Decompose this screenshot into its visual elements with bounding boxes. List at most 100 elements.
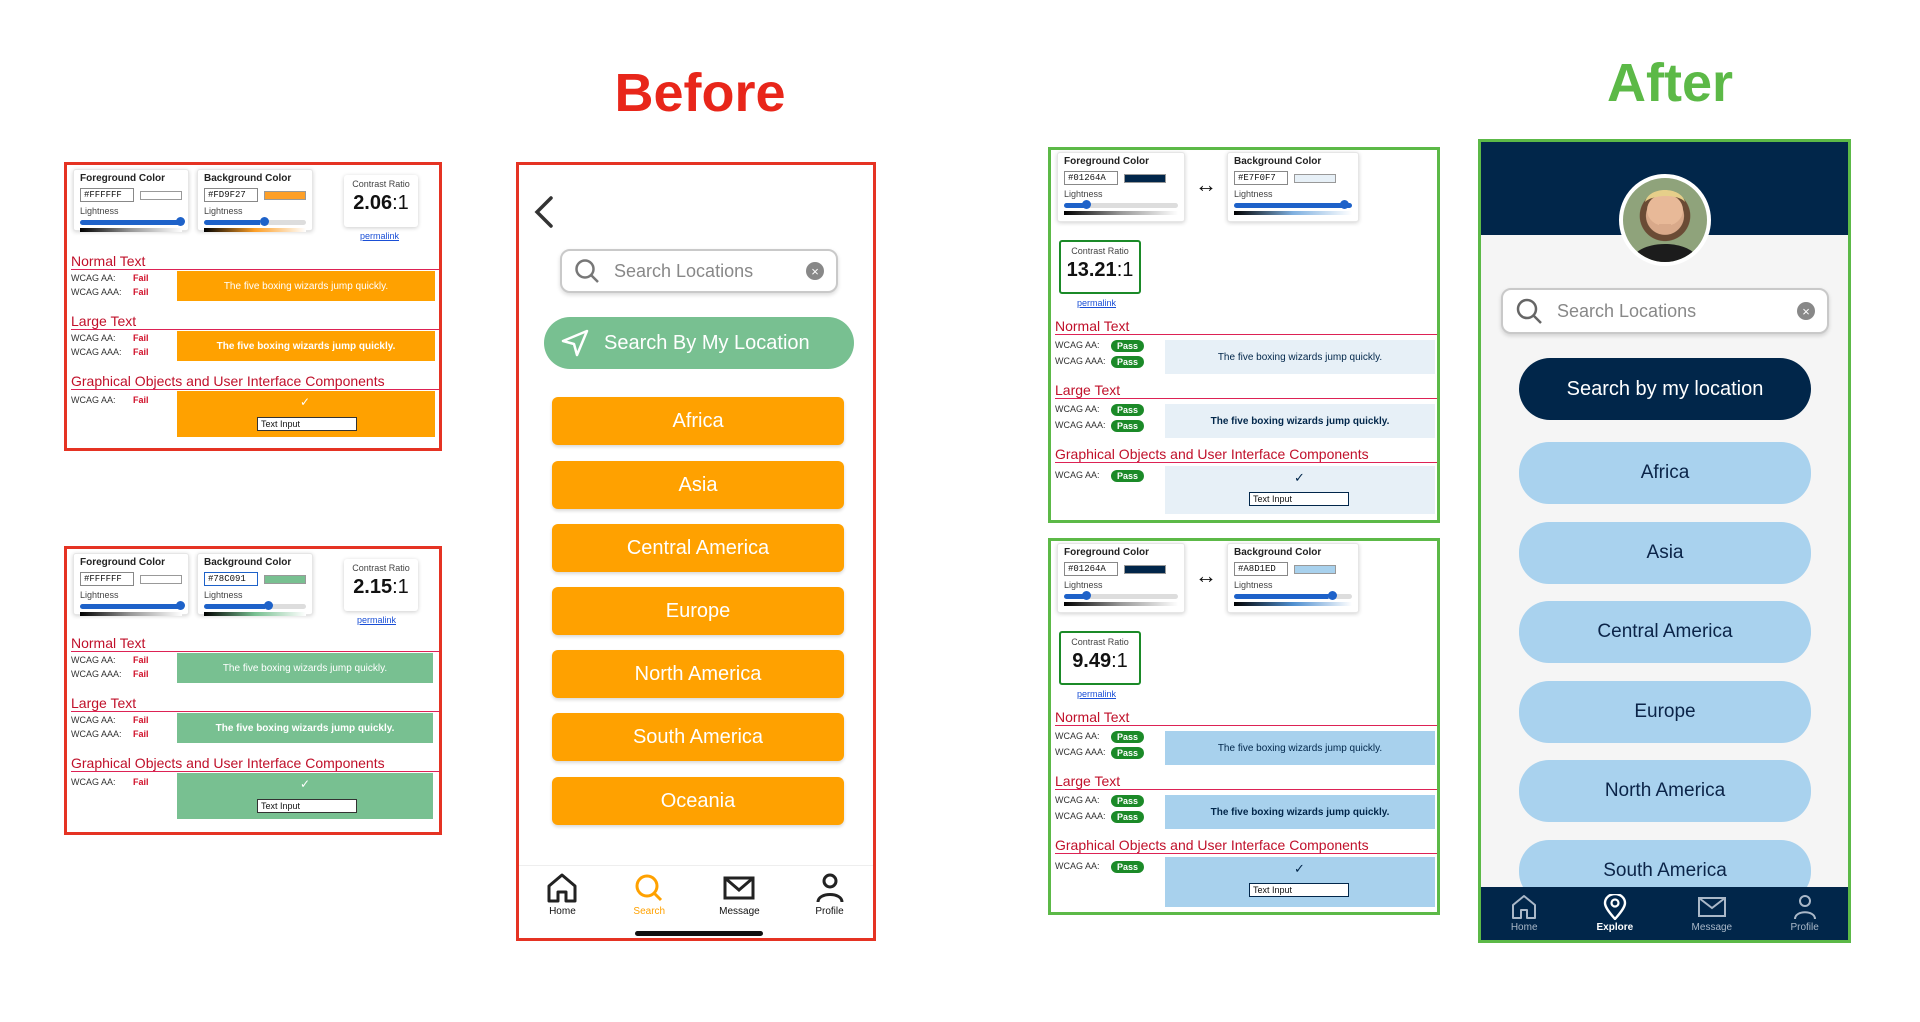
graphical-sample	[1165, 857, 1435, 907]
foreground-color-picker[interactable]: Foreground Color #FFFFFF Lightness	[73, 169, 189, 232]
nav-message[interactable]: Message	[719, 872, 760, 917]
background-color-picker[interactable]: Background Color #A8D1ED Lightness	[1227, 543, 1359, 613]
bg-hex-input[interactable]: #A8D1ED	[1234, 562, 1288, 576]
bg-swatch	[1294, 564, 1336, 574]
search-placeholder: Search Locations	[1557, 300, 1697, 321]
lightness-label: Lightness	[1234, 189, 1273, 199]
fg-hex-input[interactable]: #FFFFFF	[80, 572, 134, 586]
ratio-suffix: :1	[392, 576, 409, 598]
text-input-sample[interactable]: Text Input	[1249, 883, 1349, 897]
permalink[interactable]: permalink	[1077, 298, 1117, 308]
lightness-slider[interactable]	[80, 217, 185, 226]
region-button-africa[interactable]: Africa	[552, 397, 844, 445]
region-button-africa[interactable]: Africa	[1519, 442, 1811, 504]
foreground-color-picker[interactable]: Foreground Color #FFFFFF Lightness	[73, 553, 189, 616]
lightness-slider[interactable]	[1064, 591, 1178, 600]
large-text-heading: Large Text	[71, 695, 439, 712]
wcag-aaa-row: WCAG AAA:Fail	[71, 347, 149, 357]
background-color-picker[interactable]: Background Color #78C091 Lightness	[197, 553, 313, 616]
fg-label: Foreground Color	[1064, 547, 1149, 558]
swap-icon[interactable]: ↔	[1195, 563, 1217, 588]
search-icon	[635, 874, 663, 902]
contrast-ratio-box: Contrast Ratio 2.06:1	[344, 175, 418, 227]
wcag-aaa-row: WCAG AAA:Pass	[1055, 811, 1145, 823]
search-by-location-button[interactable]: Search by my location	[1519, 358, 1811, 420]
lightness-slider[interactable]	[204, 601, 306, 610]
permalink[interactable]: permalink	[360, 231, 400, 241]
region-button-north-america[interactable]: North America	[1519, 760, 1811, 822]
bg-hex-input[interactable]: #E7F0F7	[1234, 171, 1288, 185]
text-input-sample[interactable]: Text Input	[1249, 492, 1349, 506]
avatar[interactable]	[1619, 174, 1711, 266]
nav-home[interactable]: Home	[1510, 894, 1538, 933]
region-button-south-america[interactable]: South America	[552, 713, 844, 761]
search-icon	[575, 259, 599, 283]
region-button-oceania[interactable]: Oceania	[552, 777, 844, 825]
lightness-label: Lightness	[204, 590, 243, 600]
search-input[interactable]: Search Locations ×	[560, 249, 838, 293]
ratio-suffix: :1	[1111, 650, 1128, 672]
clear-icon[interactable]: ×	[1797, 302, 1815, 320]
text-input-sample[interactable]: Text Input	[257, 417, 357, 431]
search-input[interactable]: Search Locations ×	[1501, 288, 1829, 334]
fg-hex-input[interactable]: #FFFFFF	[80, 188, 134, 202]
bg-label: Background Color	[1234, 156, 1322, 167]
lightness-slider[interactable]	[1234, 591, 1352, 600]
after-contrast-card-1: Foreground Color #01264A Lightness ↔ Bac…	[1048, 147, 1440, 523]
bg-hex-input[interactable]: #78C091	[204, 572, 258, 586]
region-button-europe[interactable]: Europe	[552, 587, 844, 635]
profile-icon	[1793, 895, 1816, 920]
search-placeholder: Search Locations	[614, 260, 754, 281]
fg-swatch	[140, 574, 182, 584]
normal-text-sample: The five boxing wizards jump quickly.	[177, 653, 433, 683]
fg-hex-input[interactable]: #01264A	[1064, 171, 1118, 185]
region-button-central-america[interactable]: Central America	[1519, 601, 1811, 663]
foreground-color-picker[interactable]: Foreground Color #01264A Lightness	[1057, 152, 1185, 222]
lightness-slider[interactable]	[1064, 200, 1178, 209]
large-text-heading: Large Text	[1055, 382, 1437, 399]
ratio-suffix: :1	[392, 192, 409, 214]
text-input-sample[interactable]: Text Input	[257, 799, 357, 813]
permalink[interactable]: permalink	[1077, 689, 1117, 699]
background-color-picker[interactable]: Background Color #E7F0F7 Lightness	[1227, 152, 1359, 222]
back-arrow-icon[interactable]	[533, 195, 555, 234]
wcag-aaa-row: WCAG AAA:Fail	[71, 669, 149, 679]
region-button-europe[interactable]: Europe	[1519, 681, 1811, 743]
nav-profile[interactable]: Profile	[813, 872, 847, 917]
lightness-slider[interactable]	[1234, 200, 1352, 209]
after-contrast-card-2: Foreground Color #01264A Lightness ↔ Bac…	[1048, 538, 1440, 915]
search-by-location-button[interactable]: Search By My Location	[544, 317, 854, 369]
permalink[interactable]: permalink	[357, 615, 397, 625]
contrast-ratio-box: Contrast Ratio 2.15:1	[344, 559, 418, 611]
nav-home[interactable]: Home	[545, 872, 579, 917]
large-text-sample: The five boxing wizards jump quickly.	[177, 713, 433, 743]
lightness-slider[interactable]	[80, 601, 185, 610]
clear-icon[interactable]: ×	[806, 262, 824, 280]
lightness-label: Lightness	[204, 206, 243, 216]
bg-label: Background Color	[204, 557, 292, 568]
lightness-slider[interactable]	[204, 217, 306, 226]
bg-swatch	[1294, 173, 1336, 183]
region-button-north-america[interactable]: North America	[552, 650, 844, 698]
fg-hex-input[interactable]: #01264A	[1064, 562, 1118, 576]
nav-message[interactable]: Message	[1692, 894, 1732, 933]
large-text-sample: The five boxing wizards jump quickly.	[177, 331, 435, 361]
search-icon	[1516, 298, 1542, 324]
location-arrow-icon	[561, 329, 589, 357]
bottom-nav: Home Explore Message Profile	[1481, 887, 1848, 940]
bg-swatch	[264, 574, 306, 584]
nav-search[interactable]: Search	[632, 872, 666, 917]
nav-profile[interactable]: Profile	[1790, 894, 1819, 933]
region-button-asia[interactable]: Asia	[1519, 522, 1811, 584]
bg-hex-input[interactable]: #FD9F27	[204, 188, 258, 202]
swap-icon[interactable]: ↔	[1195, 172, 1217, 197]
nav-explore[interactable]: Explore	[1597, 894, 1633, 933]
bg-label: Background Color	[1234, 547, 1322, 558]
foreground-color-picker[interactable]: Foreground Color #01264A Lightness	[1057, 543, 1185, 613]
background-color-picker[interactable]: Background Color #FD9F27 Lightness	[197, 169, 313, 232]
region-button-asia[interactable]: Asia	[552, 461, 844, 509]
contrast-ratio-box: Contrast Ratio 9.49:1	[1059, 631, 1141, 685]
wcag-aaa-row: WCAG AAA:Pass	[1055, 356, 1145, 368]
lightness-label: Lightness	[1064, 189, 1103, 199]
region-button-central-america[interactable]: Central America	[552, 524, 844, 572]
